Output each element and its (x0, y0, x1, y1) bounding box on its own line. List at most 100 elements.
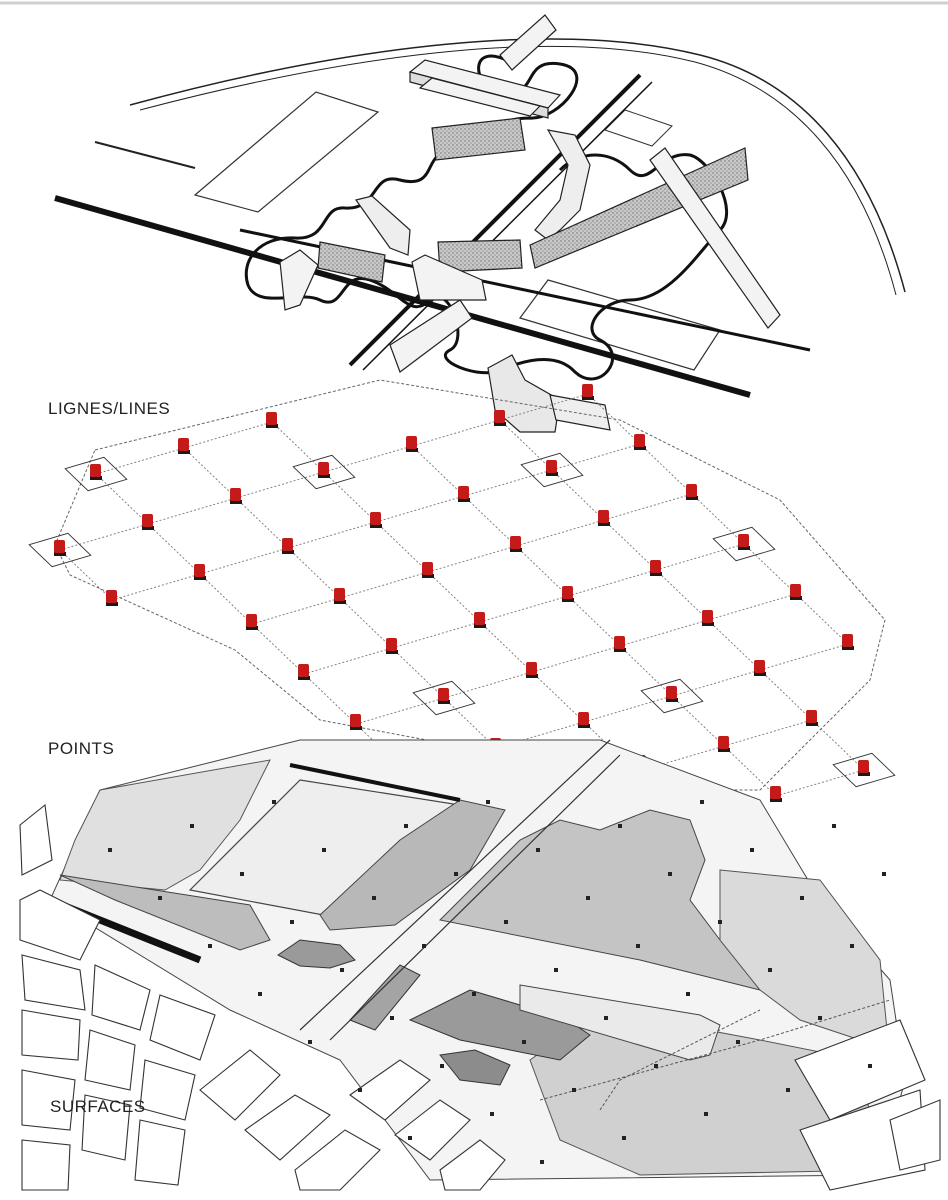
grid-line (619, 645, 673, 697)
grid-line (271, 421, 325, 473)
folly-cube (686, 484, 698, 500)
folly-shadow (666, 698, 678, 702)
folly-cube (318, 462, 330, 478)
surface-grey-west (59, 759, 271, 891)
grid-line (743, 543, 797, 595)
grid-line (59, 523, 149, 551)
surface-dot (340, 968, 344, 972)
folly-body (298, 664, 309, 677)
folly-cube (334, 588, 346, 604)
folly-body (178, 438, 189, 451)
surface-dot (372, 896, 376, 900)
grid-line (775, 769, 865, 797)
folly-cube (562, 586, 574, 602)
folly-body (634, 434, 645, 447)
grid-line (551, 469, 605, 521)
grid-line (251, 623, 305, 675)
folly-shadow (334, 600, 346, 604)
folly-body (578, 712, 589, 725)
folly-body (494, 410, 505, 423)
grid-line (147, 497, 237, 525)
grid-line (287, 547, 341, 599)
grid-line (59, 549, 113, 601)
grid-line (323, 445, 413, 473)
folly-shadow (458, 498, 470, 502)
surface-dot (422, 944, 426, 948)
grid-line (183, 421, 273, 449)
grid-line (583, 695, 673, 723)
folly-cube (634, 434, 646, 450)
surface-dot (308, 1040, 312, 1044)
grid-line (411, 445, 465, 497)
folly-shadow (406, 448, 418, 452)
folly-shadow (90, 476, 102, 480)
grid-line (479, 621, 533, 673)
folly-body (458, 486, 469, 499)
folly-shadow (386, 650, 398, 654)
folly-body (686, 484, 697, 497)
folly-shadow (246, 626, 258, 630)
surface-dot (390, 1016, 394, 1020)
folly-cube (406, 436, 418, 452)
folly-body (266, 412, 277, 425)
surface-dark-blob (277, 939, 356, 969)
folly-cube (510, 536, 522, 552)
surface-dot (554, 968, 558, 972)
grid-line (479, 595, 569, 623)
surface-avenue-edge (329, 754, 621, 1041)
folly-shadow (318, 474, 330, 478)
surface-dot (290, 920, 294, 924)
folly-body (406, 436, 417, 449)
grid-line (391, 621, 481, 649)
folly-cube (546, 460, 558, 476)
surface-dot (472, 992, 476, 996)
folly-cube (614, 636, 626, 652)
folly-frame (64, 456, 128, 492)
grid-line (199, 547, 289, 575)
surface-dot (700, 800, 704, 804)
grid-line (287, 521, 377, 549)
axis-cross (348, 73, 642, 367)
surface-dot (540, 1160, 544, 1164)
folly-shadow (142, 526, 154, 530)
plot-rectangle-north (193, 91, 380, 213)
folly-frame (292, 454, 356, 490)
folly-body (582, 384, 593, 397)
city-blocks (19, 803, 941, 1191)
folly-cube (54, 540, 66, 556)
surface-dot (208, 944, 212, 948)
surface-dot (800, 896, 804, 900)
folly-cube (582, 384, 594, 400)
folly-frame (28, 532, 92, 568)
surface-dot (408, 1136, 412, 1140)
grid-line (463, 495, 517, 547)
grid-line (339, 597, 393, 649)
surface-dot (636, 944, 640, 948)
grid-line (391, 647, 445, 699)
surface-dot (240, 872, 244, 876)
surface-dots (108, 800, 886, 1164)
folly-shadow (422, 574, 434, 578)
grid-line (95, 447, 185, 475)
folly-body (350, 714, 361, 727)
surface-grey-spine (319, 799, 506, 931)
folly-body (770, 786, 781, 799)
folly-cube (738, 534, 750, 550)
plot-rectangle-east (604, 109, 673, 147)
folly-shadow (266, 424, 278, 428)
folly-cube (350, 714, 362, 730)
grid-line (235, 497, 289, 549)
grid-line (655, 569, 709, 621)
folly-cube (438, 688, 450, 704)
grid-line (495, 721, 585, 749)
folly-shadow (754, 672, 766, 676)
folly-shadow (858, 772, 870, 776)
surface-dot (322, 848, 326, 852)
grid-line (655, 543, 745, 571)
folly-body (194, 564, 205, 577)
label-surfaces: SURFACES (50, 1097, 146, 1116)
folly-shadow (282, 550, 294, 554)
surface-dot (868, 1064, 872, 1068)
folly-body (562, 586, 573, 599)
